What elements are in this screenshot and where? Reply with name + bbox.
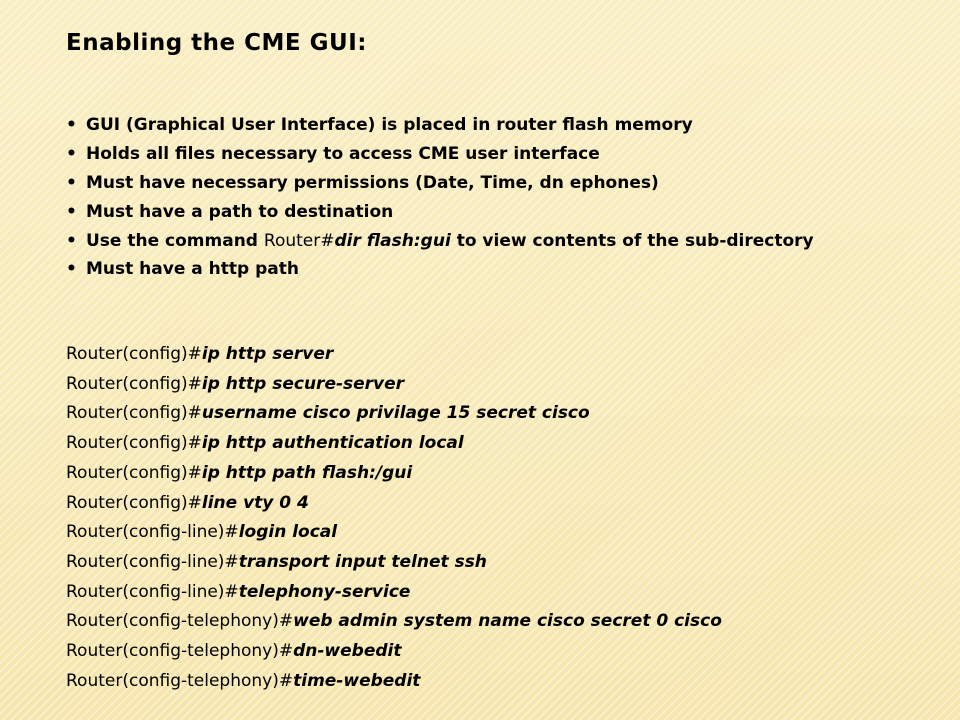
command-text: dn-webedit [293, 641, 402, 662]
command-line: Router(config)#ip http path flash:/gui [66, 459, 946, 489]
bullet-text: Must have a path to destination [86, 202, 394, 222]
bullet-text: Holds all files necessary to access CME … [86, 144, 600, 164]
command-text: line vty 0 4 [201, 492, 309, 513]
command-prompt: Router(config-line)# [66, 551, 239, 572]
command-prompt: Router(config)# [66, 344, 202, 364]
bullet-item: • Holds all files necessary to access CME… [66, 140, 896, 169]
command-prompt: Router(config)# [66, 462, 202, 483]
command-prompt: Router(config-line)# [66, 522, 239, 543]
command-line: Router(config)#line vty 0 4 [66, 489, 946, 519]
command-prompt: Router(config)# [66, 433, 202, 454]
command-text: ip http path flash:/gui [201, 462, 413, 483]
bullet-text: Must have necessary permissions (Date, T… [86, 173, 659, 193]
command-text: ip http secure-server [201, 373, 405, 394]
command-text: ip http authentication local [201, 433, 464, 454]
command-line: Router(config-telephony)#time-webedit [66, 667, 946, 697]
command-line: Router(config)#ip http authentication lo… [66, 429, 946, 459]
bullet-icon: • [66, 202, 77, 222]
command-prompt: Router(config-telephony)# [66, 670, 294, 691]
bullet-icon: • [66, 144, 77, 164]
bullet-list: • GUI (Graphical User Interface) is place… [66, 111, 896, 284]
command-text: username cisco privilage 15 secret cisco [201, 403, 590, 424]
command-prompt: Router(config-line)# [66, 581, 239, 602]
bullet-item: • Must have a path to destination [66, 198, 896, 227]
bullet-prompt: Router# [263, 231, 335, 251]
bullet-item: • Must have a http path [66, 255, 896, 284]
bullet-icon: • [66, 115, 77, 135]
command-line: Router(config)#ip http server [66, 340, 946, 370]
command-line: Router(config-telephony)#web admin syste… [66, 607, 946, 637]
command-line: Router(config)#ip http secure-server [66, 370, 946, 400]
command-text: telephony-service [238, 581, 411, 602]
command-line: Router(config-telephony)#dn-webedit [66, 637, 946, 667]
command-text: transport input telnet ssh [238, 551, 487, 572]
slide-title: Enabling the CME GUI: [66, 30, 367, 56]
bullet-command: dir flash:gui [334, 231, 451, 251]
command-prompt: Router(config-telephony)# [66, 641, 294, 662]
command-line: Router(config-line)#transport input teln… [66, 548, 946, 578]
command-line: Router(config)#username cisco privilage … [66, 399, 946, 429]
command-prompt: Router(config)# [66, 373, 202, 394]
command-text: login local [238, 522, 338, 543]
bullet-icon: • [66, 173, 77, 193]
command-list: Router(config)#ip http server Router(con… [66, 340, 946, 696]
command-prompt: Router(config-telephony)# [66, 611, 294, 632]
command-text: time-webedit [293, 670, 421, 691]
command-prompt: Router(config)# [66, 403, 202, 424]
command-line: Router(config-line)#login local [66, 518, 946, 548]
bullet-text: Must have a http path [86, 259, 299, 279]
command-text: ip http server [201, 344, 334, 364]
bullet-text-before: Use the command [86, 231, 264, 251]
bullet-item: • Use the command Router#dir flash:gui to… [66, 227, 896, 255]
command-prompt: Router(config)# [66, 492, 202, 513]
bullet-icon: • [66, 259, 77, 279]
command-text: web admin system name cisco secret 0 cis… [293, 611, 722, 632]
bullet-text: GUI (Graphical User Interface) is placed… [86, 115, 693, 135]
command-line: Router(config-line)#telephony-service [66, 578, 946, 608]
bullet-item: • Must have necessary permissions (Date, … [66, 169, 896, 198]
bullet-icon: • [66, 231, 77, 251]
bullet-item: • GUI (Graphical User Interface) is place… [66, 111, 896, 140]
bullet-text-after: to view contents of the sub-directory [450, 231, 814, 251]
